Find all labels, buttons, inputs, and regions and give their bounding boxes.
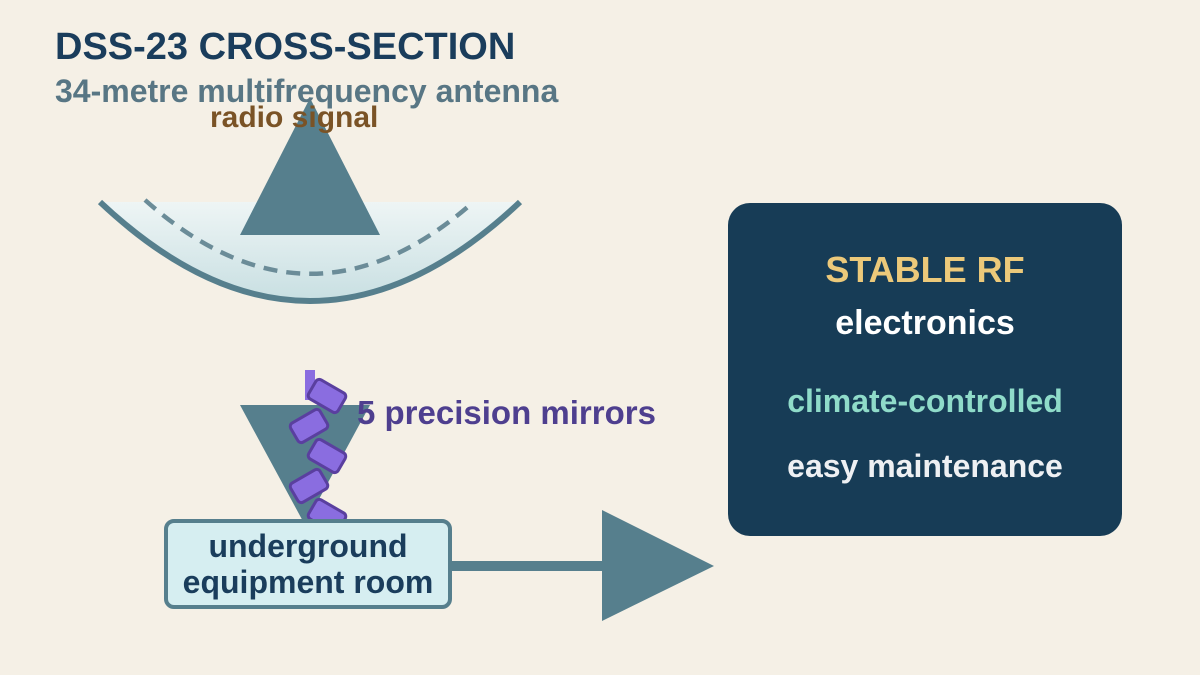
room-label-line1: underground	[208, 528, 408, 564]
mirror-2	[288, 407, 330, 445]
panel-climate-label: climate-controlled	[787, 383, 1063, 419]
mirror-4	[288, 467, 330, 505]
mirrors-label: 5 precision mirrors	[357, 394, 656, 431]
mirror-3	[306, 437, 348, 475]
dish-reflector	[97, 199, 523, 304]
beam-line	[305, 370, 315, 400]
funnel-arrow-icon	[240, 405, 370, 525]
room-label-line2: equipment room	[182, 564, 434, 600]
radio-signal-label: radio signal	[210, 101, 379, 134]
panel-subheading: electronics	[835, 304, 1015, 342]
right-arrow-icon	[602, 510, 714, 621]
rf-info-panel: STABLE RF electronics climate-controlled…	[728, 203, 1122, 536]
panel-maintenance-label: easy maintenance	[787, 448, 1063, 484]
mirror-stack	[288, 377, 348, 535]
signal-arrow-icon	[240, 98, 380, 235]
mirror-1	[306, 377, 348, 415]
diagram-title: DSS-23 CROSS-SECTION	[55, 26, 516, 68]
connector-line	[450, 561, 610, 571]
dish-focal-curve	[143, 198, 472, 276]
equipment-room-box: underground equipment room	[164, 519, 452, 609]
diagram-subtitle: 34-metre multifrequency antenna	[55, 73, 559, 109]
panel-heading: STABLE RF	[825, 249, 1025, 290]
